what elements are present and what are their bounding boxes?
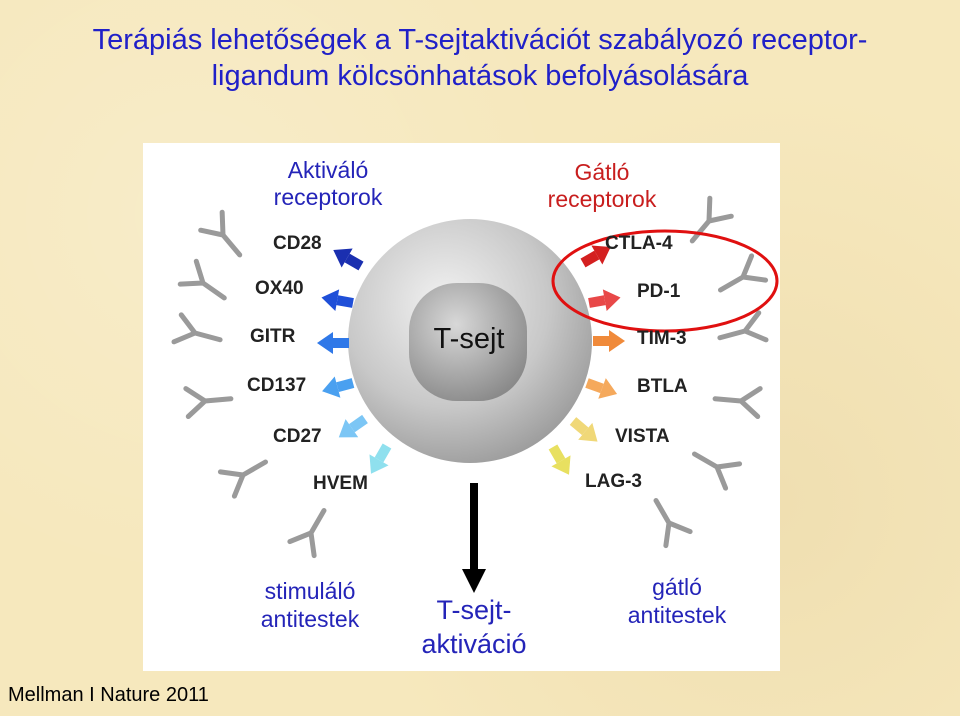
slide-title: Terápiás lehetőségek a T-sejtaktivációt … [0, 22, 960, 94]
blocking-antibodies-line2: antitestek [627, 602, 727, 628]
stimulating-antibodies-line2: antitestek [260, 606, 360, 632]
antibody-group [171, 195, 769, 559]
blocking-antibody-icon [717, 310, 769, 343]
receptor-label-lag3: LAG-3 [585, 471, 642, 492]
activating-receptor-cd137 [322, 376, 355, 398]
slide-title-line1: Terápiás lehetőségek a T-sejtaktivációt … [92, 24, 868, 56]
stimulating-antibody-icon [171, 312, 223, 345]
receptor-label-gitr: GITR [250, 326, 296, 347]
diagram-panel: Aktiváló receptorok Gátló receptorok T-s… [143, 143, 780, 671]
t-cell-label: T-sejt [433, 323, 505, 355]
blocking-antibodies-label: gátló antitestek [607, 573, 747, 629]
receptor-label-cd28: CD28 [273, 233, 322, 254]
receptor-label-ox40: OX40 [255, 278, 304, 299]
ctla4-pd1-highlight [551, 229, 779, 333]
receptor-label-cd137: CD137 [247, 375, 307, 396]
t-cell-nucleus [409, 283, 527, 401]
t-cell-activation-label: T-sejt- aktiváció [399, 593, 549, 661]
inhibitory-receptors-header: Gátló receptorok [527, 159, 677, 213]
blocking-antibody-icon [717, 253, 769, 293]
blocking-antibody-icon [691, 451, 743, 491]
activating-receptor-gitr [317, 332, 349, 354]
blocking-antibody-icon [653, 497, 693, 549]
activating-receptor-cd28 [333, 248, 364, 271]
activating-header-line2: receptorok [273, 184, 383, 210]
slide-title-line2: ligandum kölcsönhatások befolyásolására [211, 60, 749, 92]
inhibitory-header-line2: receptorok [547, 186, 657, 212]
blocking-antibody-icon [689, 195, 734, 244]
stimulating-antibody-icon [177, 258, 227, 301]
outcome-line1: T-sejt- [436, 595, 512, 625]
stimulating-antibody-icon [198, 209, 243, 258]
diagram-svg [171, 195, 779, 593]
stimulating-antibody-icon [217, 459, 269, 499]
stimulating-antibody-icon [183, 386, 234, 420]
blocking-antibody-icon [712, 386, 763, 420]
inhibitory-header-line1: Gátló [574, 159, 630, 185]
inhibitory-receptor-tim3 [593, 330, 625, 352]
activating-receptor-ox40 [321, 289, 354, 312]
receptor-label-ctla4: CTLA-4 [605, 233, 673, 254]
blocking-antibodies-line1: gátló [652, 574, 702, 600]
activating-header-line1: Aktiváló [287, 157, 369, 183]
receptor-label-hvem: HVEM [313, 473, 368, 494]
activating-receptor-hvem [369, 443, 392, 474]
inhibitory-receptor-lag3 [548, 444, 571, 475]
inhibitory-receptor-vista [569, 417, 598, 442]
citation: Mellman I Nature 2011 [8, 684, 209, 706]
receptor-label-pd1: PD-1 [637, 281, 681, 302]
activating-receptors-header: Aktiváló receptorok [243, 157, 413, 211]
receptor-label-vista: VISTA [615, 426, 670, 447]
receptor-label-cd27: CD27 [273, 426, 322, 447]
receptor-label-btla: BTLA [637, 376, 688, 397]
inhibitory-receptor-ctla4 [580, 245, 611, 268]
inhibitory-receptor-btla [585, 378, 618, 399]
stimulating-antibodies-line1: stimuláló [264, 578, 356, 604]
activating-receptor-cd27 [338, 414, 368, 438]
stimulating-antibodies-label: stimuláló antitestek [235, 577, 385, 633]
inhibitory-receptor-pd1 [588, 289, 621, 312]
outcome-line2: aktiváció [421, 629, 527, 659]
t-cell-activation-arrow [462, 483, 486, 593]
receptor-label-tim3: TIM-3 [637, 328, 687, 349]
stimulating-antibody-icon [287, 507, 327, 559]
